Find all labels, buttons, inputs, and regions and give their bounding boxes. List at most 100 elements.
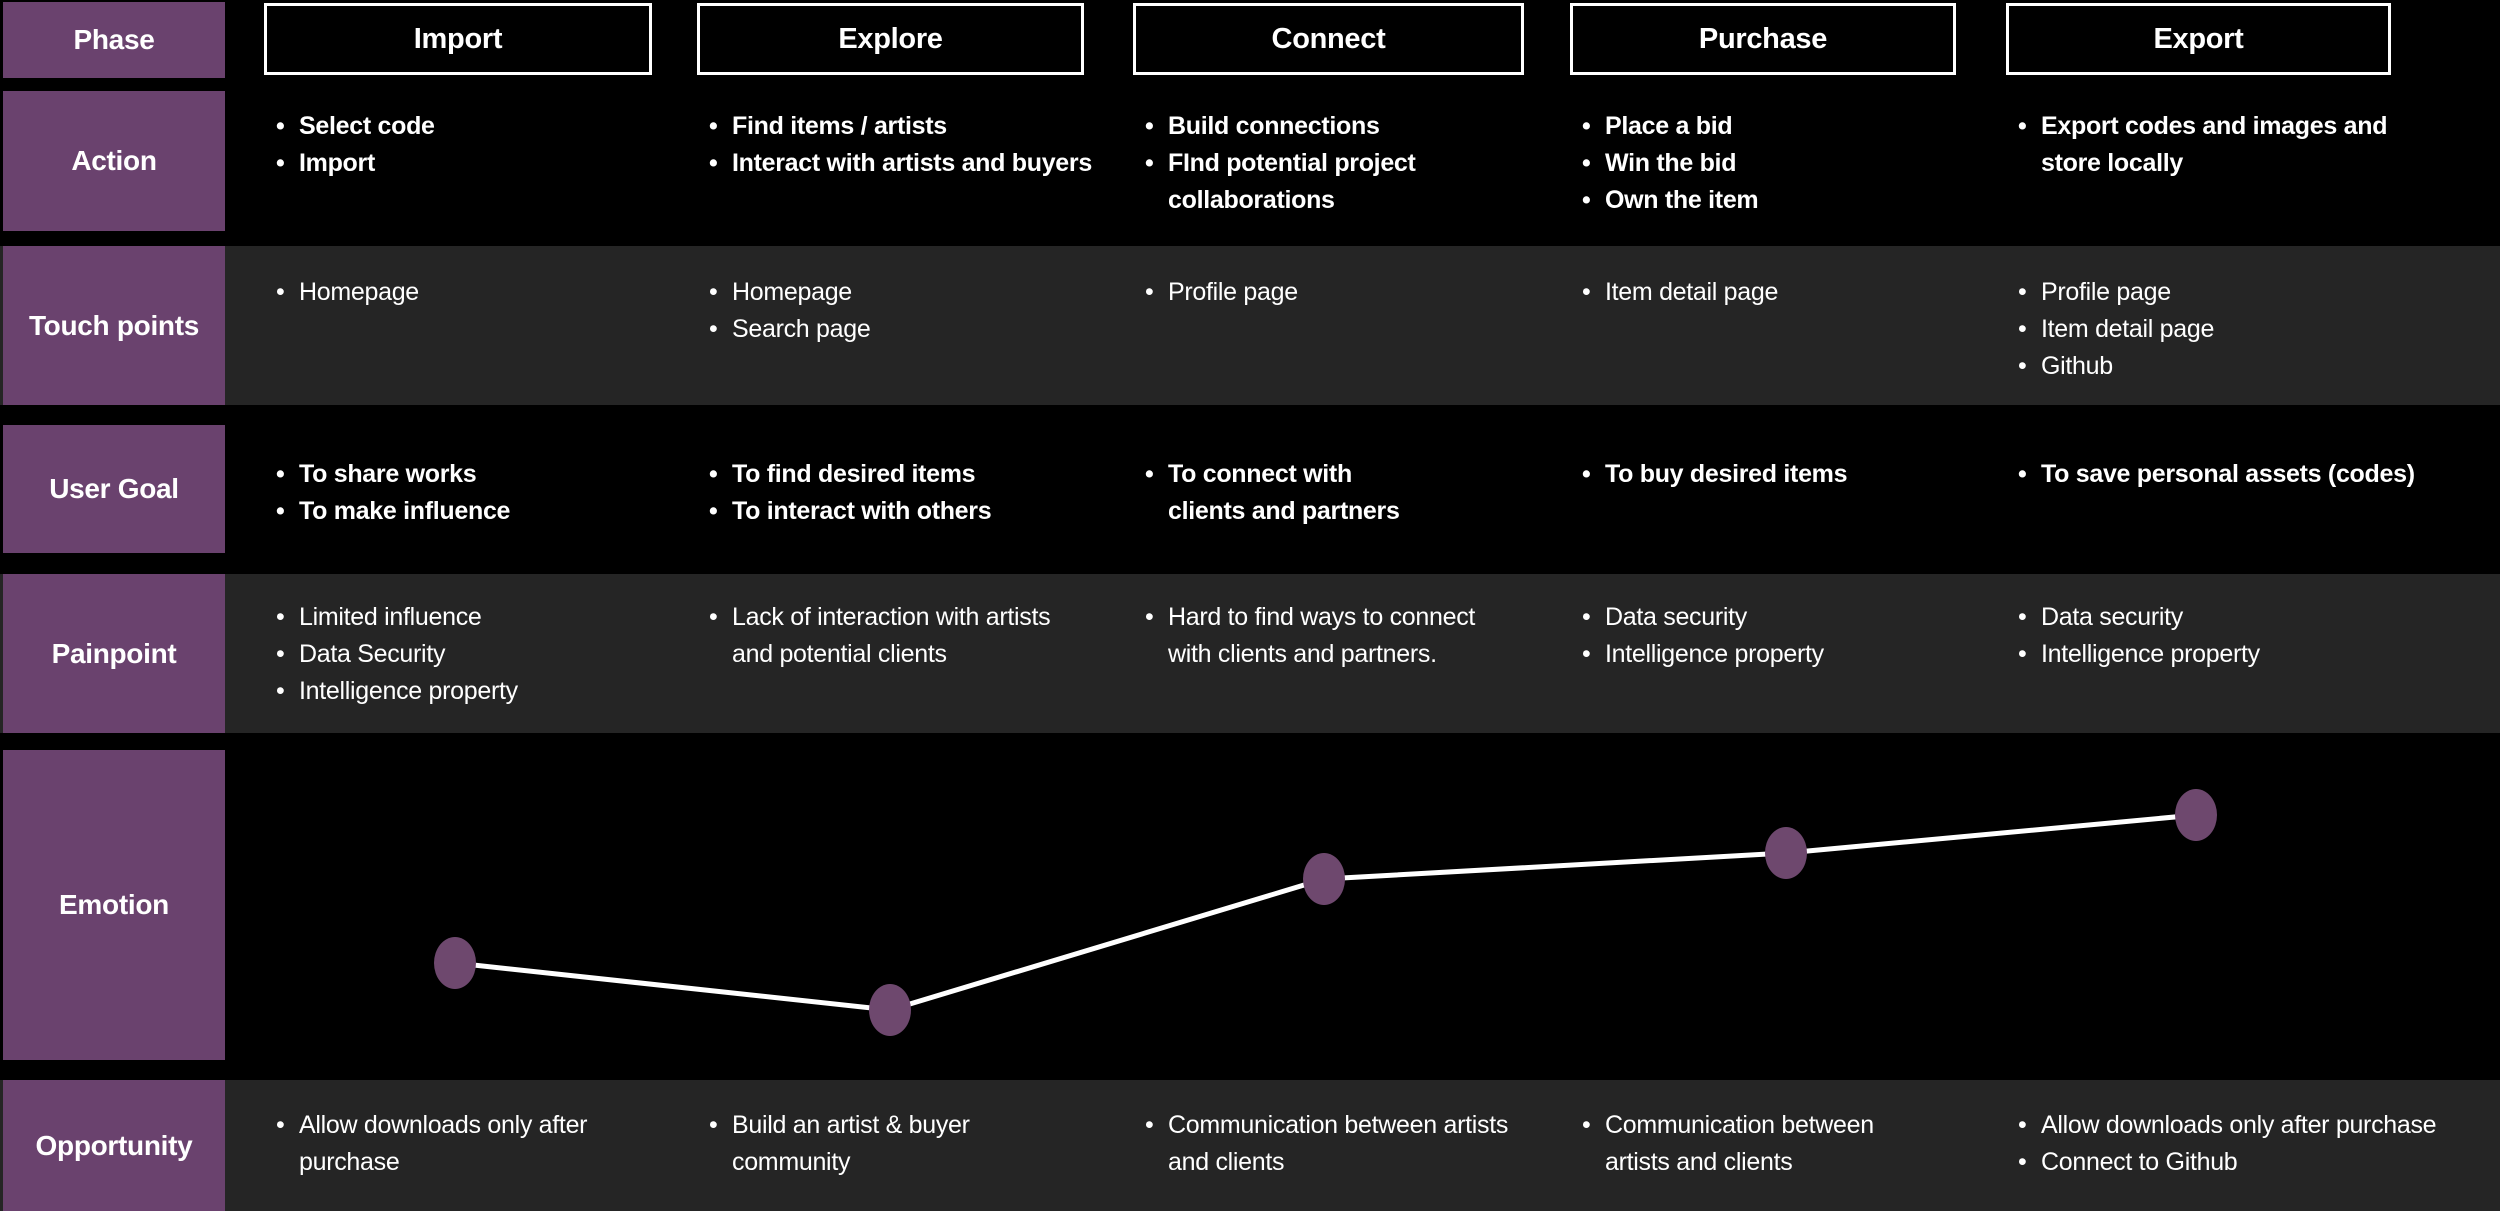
bullet-item: Communication between artists and client… [1570,1107,2015,1181]
bullet-list: Data securityIntelligence property [1570,599,2015,673]
row-label-opportunity: Opportunity [3,1080,225,1211]
cell-touch-points-explore: HomepageSearch page [697,246,1142,348]
bullet-list: Communication between artists and client… [1570,1107,2015,1181]
bullet-item: Allow downloads only after purchase [264,1107,709,1181]
phase-header-export: Export [2006,3,2391,75]
bullet-item: Homepage [697,274,1142,311]
cell-painpoint-connect: Hard to find ways to connect with client… [1133,574,1578,673]
bullet-item: To make influence [264,493,709,530]
row-label-action: Action [3,91,225,231]
cell-action-import: Select codeImport [264,91,709,182]
bullet-item: Export codes and images and store locall… [2006,108,2451,182]
row-label-emotion: Emotion [3,750,225,1060]
emotion-dot [1765,827,1807,879]
bullet-item: Hard to find ways to connect with client… [1133,599,1578,673]
bullet-list: To save personal assets (codes) [2006,456,2451,493]
row-label-user-goal: User Goal [3,425,225,553]
bullet-item: Item detail page [1570,274,2015,311]
cell-painpoint-explore: Lack of interaction with artists and pot… [697,574,1142,673]
bullet-list: To connect with clients and partners [1133,456,1578,530]
bullet-item: Search page [697,311,1142,348]
bullet-item: Profile page [2006,274,2451,311]
bullet-item: To connect with clients and partners [1133,456,1578,530]
bullet-item: Connect to Github [2006,1144,2451,1181]
cell-painpoint-import: Limited influenceData SecurityIntelligen… [264,574,709,710]
bullet-item: Homepage [264,274,709,311]
bullet-item: Lack of interaction with artists and pot… [697,599,1142,673]
bullet-list: Hard to find ways to connect with client… [1133,599,1578,673]
bullet-list: Allow downloads only after purchase [264,1107,709,1181]
bullet-list: HomepageSearch page [697,274,1142,348]
bullet-item: Data Security [264,636,709,673]
bullet-item: Select code [264,108,709,145]
cell-user-goal-import: To share worksTo make influence [264,425,709,530]
bullet-item: Communication between artists and client… [1133,1107,1578,1181]
bullet-item: Allow downloads only after purchase [2006,1107,2451,1144]
cell-opportunity-purchase: Communication between artists and client… [1570,1080,2015,1181]
emotion-dot [2175,789,2217,841]
bullet-item: To share works [264,456,709,493]
bullet-item: Github [2006,348,2451,385]
bullet-item: FInd potential project collaborations [1133,145,1578,219]
bullet-item: Intelligence property [264,673,709,710]
bullet-list: Limited influenceData SecurityIntelligen… [264,599,709,710]
bullet-item: To buy desired items [1570,456,2015,493]
cell-touch-points-export: Profile pageItem detail pageGithub [2006,246,2451,385]
cell-user-goal-export: To save personal assets (codes) [2006,425,2451,493]
phase-header-import: Import [264,3,652,75]
bullet-item: Place a bid [1570,108,2015,145]
emotion-dot [1303,853,1345,905]
bullet-list: Build an artist & buyer community [697,1107,1142,1181]
cell-action-export: Export codes and images and store locall… [2006,91,2451,182]
cell-action-connect: Build connectionsFInd potential project … [1133,91,1578,219]
bullet-item: Intelligence property [2006,636,2451,673]
cell-user-goal-connect: To connect with clients and partners [1133,425,1578,530]
bullet-list: Place a bidWin the bidOwn the item [1570,108,2015,219]
cell-touch-points-import: Homepage [264,246,709,311]
bullet-list: Build connectionsFInd potential project … [1133,108,1578,219]
bullet-list: Data securityIntelligence property [2006,599,2451,673]
bullet-item: Interact with artists and buyers [697,145,1142,182]
bullet-list: Find items / artistsInteract with artist… [697,108,1142,182]
bullet-list: Profile page [1133,274,1578,311]
bullet-item: Intelligence property [1570,636,2015,673]
bullet-item: Limited influence [264,599,709,636]
cell-painpoint-export: Data securityIntelligence property [2006,574,2451,673]
cell-user-goal-explore: To find desired itemsTo interact with ot… [697,425,1142,530]
bullet-item: Profile page [1133,274,1578,311]
phase-header-purchase: Purchase [1570,3,1956,75]
bullet-list: Select codeImport [264,108,709,182]
bullet-list: Profile pageItem detail pageGithub [2006,274,2451,385]
bullet-list: Communication between artists and client… [1133,1107,1578,1181]
bullet-item: To interact with others [697,493,1142,530]
bullet-list: To buy desired items [1570,456,2015,493]
row-label-painpoint: Painpoint [3,574,225,733]
cell-action-explore: Find items / artistsInteract with artist… [697,91,1142,182]
bullet-list: Item detail page [1570,274,2015,311]
emotion-line [454,812,2197,1013]
bullet-item: Item detail page [2006,311,2451,348]
cell-opportunity-import: Allow downloads only after purchase [264,1080,709,1181]
cell-user-goal-purchase: To buy desired items [1570,425,2015,493]
emotion-dot [434,937,476,989]
phase-header-explore: Explore [697,3,1084,75]
cell-touch-points-purchase: Item detail page [1570,246,2015,311]
bullet-list: Export codes and images and store locall… [2006,108,2451,182]
cell-touch-points-connect: Profile page [1133,246,1578,311]
cell-painpoint-purchase: Data securityIntelligence property [1570,574,2015,673]
row-label-phase: Phase [3,2,225,78]
emotion-dot [869,984,911,1036]
bullet-item: To find desired items [697,456,1142,493]
bullet-list: To find desired itemsTo interact with ot… [697,456,1142,530]
bullet-item: Own the item [1570,182,2015,219]
cell-opportunity-explore: Build an artist & buyer community [697,1080,1142,1181]
bullet-item: Data security [2006,599,2451,636]
bullet-item: Import [264,145,709,182]
bullet-item: To save personal assets (codes) [2006,456,2451,493]
cell-opportunity-connect: Communication between artists and client… [1133,1080,1578,1181]
bullet-item: Find items / artists [697,108,1142,145]
bullet-list: Homepage [264,274,709,311]
bullet-item: Build connections [1133,108,1578,145]
cell-opportunity-export: Allow downloads only after purchaseConne… [2006,1080,2451,1181]
